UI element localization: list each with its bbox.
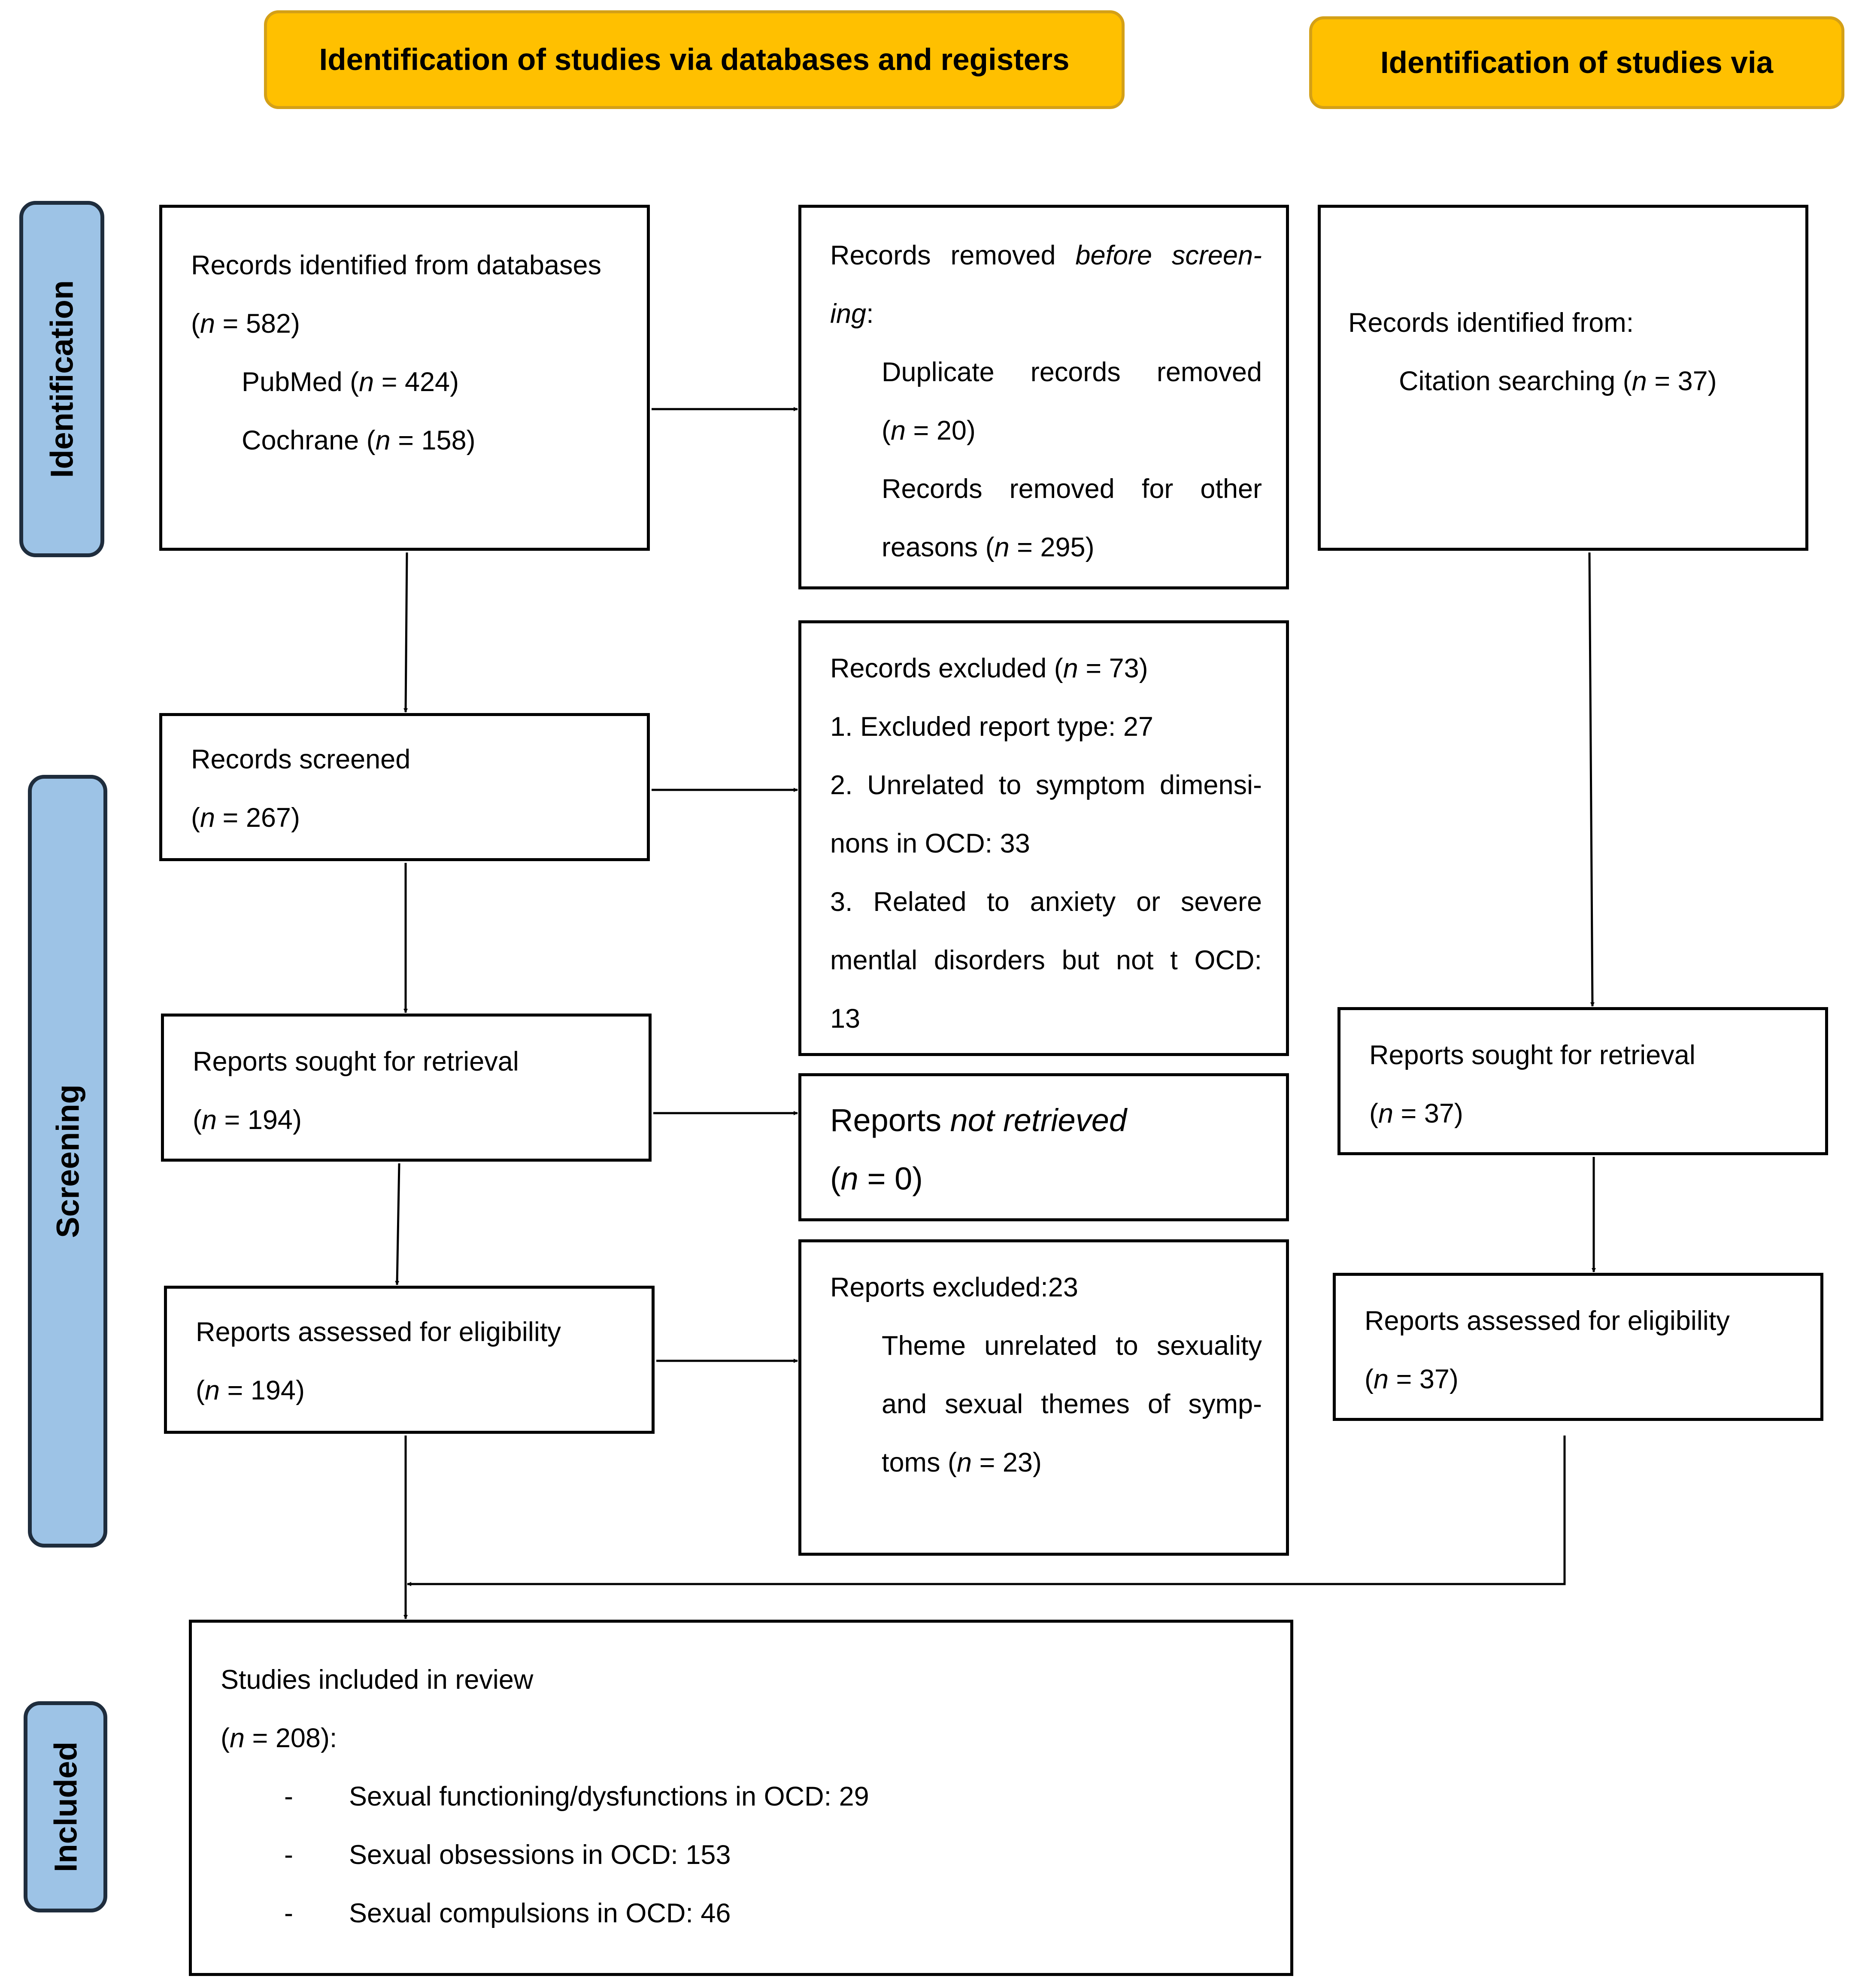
box-reports-sought-other: Reports sought for retrieval (n = 37) — [1337, 1007, 1828, 1155]
duplicate-records-line: Duplicate records removed — [882, 357, 1262, 387]
bullet-3: - — [284, 1898, 293, 1928]
included-item-2: Sexual obsessions in OCD: 153 — [349, 1840, 731, 1870]
removed-heading-line1: Records removed before screen- — [830, 240, 1262, 270]
box-records-excluded: Records excluded (n = 73) 1. Excluded re… — [798, 620, 1289, 1056]
citation-count: Citation searching (n = 37) — [1399, 366, 1717, 396]
box-reports-assessed: Reports assessed for eligibility (n = 19… — [164, 1286, 655, 1434]
box-reports-sought: Reports sought for retrieval (n = 194) — [161, 1014, 652, 1162]
reports-excluded-title: Reports excluded:23 — [830, 1272, 1078, 1302]
other-reasons-line: Records removed for other — [882, 474, 1262, 504]
reports-sought-other-title: Reports sought for retrieval — [1369, 1040, 1695, 1070]
header-other-text: Identification of studies via — [1380, 46, 1774, 80]
stage-included-label: Included — [48, 1741, 83, 1873]
exclusion-reason-1: 1. Excluded report type: 27 — [830, 712, 1153, 742]
reports-sought-title: Reports sought for retrieval — [193, 1047, 519, 1077]
stage-included: Included — [24, 1701, 107, 1912]
cochrane-count: Cochrane (n = 158) — [242, 425, 476, 455]
box-studies-included: Studies included in review (n = 208): - … — [189, 1620, 1293, 1976]
header-databases-text: Identification of studies via databases … — [319, 42, 1070, 77]
exclusion-reason-3-line2: mentlal disorders but not t OCD: — [830, 945, 1262, 975]
not-retrieved-title: Reports not retrieved — [830, 1102, 1127, 1138]
box-records-screened: Records screened (n = 267) — [159, 713, 650, 861]
bullet-1: - — [284, 1782, 293, 1812]
stage-identification: Identification — [19, 201, 104, 557]
removed-heading-line2: ing: — [830, 299, 874, 329]
pubmed-count: PubMed (n = 424) — [242, 367, 459, 397]
box-records-identified: Records identified from databases (n = 5… — [159, 205, 650, 551]
duplicate-records-count: (n = 20) — [882, 416, 976, 446]
box-records-removed: Records removed before screen- ing: Dupl… — [798, 205, 1289, 589]
reports-excluded-line3: toms (n = 23) — [882, 1448, 1042, 1478]
records-screened-title: Records screened — [191, 744, 411, 774]
exclusion-reason-2-line2: nons in OCD: 33 — [830, 829, 1030, 859]
arrow-citation-to-sought-other — [1588, 552, 1595, 1007]
stage-screening-label: Screening — [50, 1084, 85, 1238]
included-count: (n = 208): — [221, 1723, 337, 1753]
citation-title: Records identified from: — [1348, 308, 1634, 338]
exclusion-reason-3-line3: 13 — [830, 1004, 861, 1034]
records-identified-count: (n = 582) — [191, 309, 300, 339]
reports-sought-other-count: (n = 37) — [1369, 1099, 1463, 1129]
stage-screening: Screening — [28, 775, 107, 1548]
other-reasons-count: reasons (n = 295) — [882, 532, 1095, 562]
included-title: Studies included in review — [221, 1665, 534, 1695]
not-retrieved-count: (n = 0) — [830, 1161, 923, 1196]
arrow-identified-to-screened — [403, 552, 408, 713]
records-excluded-title: Records excluded (n = 73) — [830, 653, 1148, 683]
reports-assessed-other-count: (n = 37) — [1365, 1364, 1459, 1394]
header-databases: Identification of studies via databases … — [264, 10, 1125, 109]
bullet-2: - — [284, 1840, 293, 1870]
box-reports-excluded: Reports excluded:23 Theme unrelated to s… — [798, 1239, 1289, 1556]
reports-excluded-line2: and sexual themes of symp- — [882, 1389, 1262, 1419]
reports-sought-count: (n = 194) — [193, 1105, 302, 1135]
reports-assessed-title: Reports assessed for eligibility — [196, 1317, 561, 1347]
arrow-sought-to-assessed — [395, 1163, 400, 1285]
header-other-methods: Identification of studies via — [1309, 16, 1844, 109]
box-reports-not-retrieved: Reports not retrieved (n = 0) — [798, 1073, 1289, 1221]
stage-identification-label: Identification — [44, 280, 80, 478]
reports-excluded-line1: Theme unrelated to sexuality — [882, 1331, 1262, 1361]
box-citation-identified: Records identified from: Citation search… — [1318, 205, 1808, 551]
box-reports-assessed-other: Reports assessed for eligibility (n = 37… — [1333, 1273, 1823, 1421]
included-item-1: Sexual functioning/dysfunctions in OCD: … — [349, 1782, 869, 1812]
records-identified-title: Records identified from databases — [191, 250, 602, 280]
reports-assessed-count: (n = 194) — [196, 1375, 305, 1405]
records-screened-count: (n = 267) — [191, 803, 300, 833]
exclusion-reason-2-line1: 2. Unrelated to symptom dimensi- — [830, 770, 1262, 800]
reports-assessed-other-title: Reports assessed for eligibility — [1365, 1306, 1730, 1336]
included-item-3: Sexual compulsions in OCD: 46 — [349, 1898, 731, 1928]
exclusion-reason-3-line1: 3. Related to anxiety or severe — [830, 887, 1262, 917]
